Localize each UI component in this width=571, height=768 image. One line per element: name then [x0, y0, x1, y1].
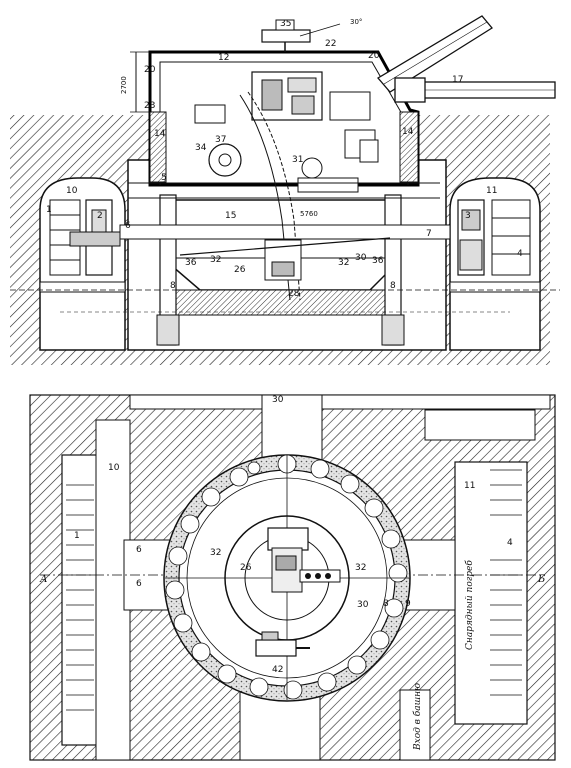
base-slab [169, 289, 391, 316]
left-chamber-racks [49, 199, 121, 276]
plan-label-42: 42 [272, 665, 283, 675]
plan-label-6-top: 6 [136, 545, 142, 555]
label-15: 15 [225, 211, 236, 221]
label-37: 37 [215, 135, 226, 145]
label-14-right: 14 [402, 127, 414, 137]
label-20-right: 20 [368, 51, 380, 61]
plan-label-30-top: 30 [272, 395, 284, 405]
section-mark-b: Б [537, 574, 546, 585]
commander-cupola [261, 19, 341, 52]
plan-label-26: 26 [240, 563, 252, 573]
interior-machinery [128, 71, 440, 301]
label-14-left: 14 [154, 129, 166, 139]
plan-central-mechanism [255, 527, 341, 657]
plan-label-32-right: 32 [355, 563, 366, 573]
label-2-section: 2 [97, 211, 103, 221]
label-8-right: 8 [390, 281, 396, 291]
plan-label-4: 4 [507, 538, 513, 548]
gun-barrel-horizontal [394, 77, 556, 103]
label-20-left: 20 [144, 65, 156, 75]
label-32-left: 32 [210, 255, 221, 265]
label-34: 34 [195, 143, 207, 153]
label-23: 23 [144, 101, 155, 111]
plan-right-stair [490, 469, 522, 696]
plan-vertical-note-right-2: Вход в башню [412, 683, 423, 751]
label-28: 28 [288, 289, 300, 299]
plan-label-9: 9 [405, 599, 411, 609]
dim-5760: 5760 [300, 210, 318, 218]
label-17: 17 [452, 75, 463, 85]
label-32-right: 32 [338, 258, 349, 268]
label-8-left: 8 [170, 281, 176, 291]
plan-label-6-bottom: 6 [136, 579, 142, 589]
right-chamber-racks [457, 199, 531, 276]
label-3-section: 3 [465, 211, 471, 221]
plan-view: 10 11 1 4 6 6 32 26 32 30 42 8 9 30 А Б … [29, 394, 556, 761]
plan-label-30: 30 [357, 600, 369, 610]
plan-bottom-corridor [239, 689, 321, 761]
roller-track-beam [119, 224, 451, 240]
label-22: 22 [325, 39, 336, 49]
label-7-section: 7 [426, 229, 432, 239]
label-6-section: 6 [125, 221, 131, 231]
label-5-section: 5 [161, 173, 167, 183]
top-corridor [129, 394, 551, 410]
label-4-section: 4 [517, 249, 523, 259]
label-36-right: 36 [372, 256, 384, 266]
label-11-section: 11 [486, 186, 497, 196]
label-12: 12 [218, 53, 229, 63]
gun-barrel-elevated [377, 15, 493, 93]
dim-30-deg: 30° [350, 18, 362, 26]
label-30: 30 [355, 253, 367, 263]
plan-label-8: 8 [383, 599, 389, 609]
label-26: 26 [234, 265, 246, 275]
label-10-section: 10 [66, 186, 78, 196]
section-mark-a: А [39, 574, 48, 585]
plan-label-11: 11 [464, 481, 475, 491]
label-35: 35 [280, 19, 291, 29]
dim-2700: 2700 [120, 76, 128, 94]
right-chamber-floor [449, 281, 541, 293]
plan-label-10: 10 [108, 463, 120, 473]
label-31: 31 [292, 155, 303, 165]
plan-vertical-note-right-1: Снарядный погреб [464, 560, 475, 650]
plan-label-1: 1 [74, 531, 80, 541]
plan-left-stair [66, 484, 94, 711]
label-1-section: 1 [46, 205, 52, 215]
plan-roller-cells [165, 454, 408, 700]
left-chamber-floor [39, 281, 126, 293]
label-36-left: 36 [185, 258, 197, 268]
cross-section-view: 35 22 20 20 12 23 14 14 17 37 34 31 10 1… [10, 15, 560, 365]
plan-label-32-left: 32 [210, 548, 221, 558]
